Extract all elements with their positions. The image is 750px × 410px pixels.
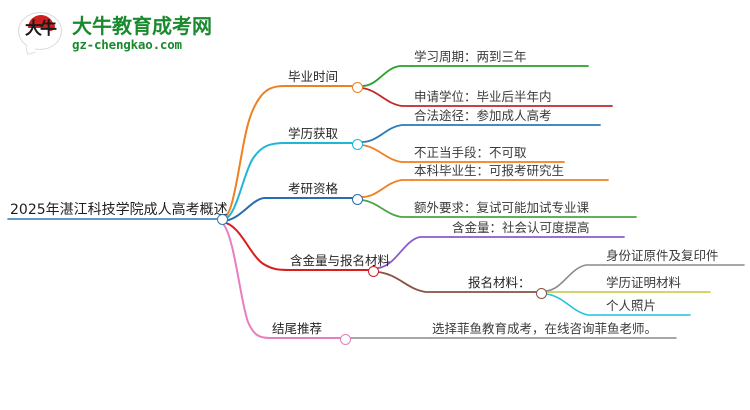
subbranch-node-application-materials[interactable]: 报名材料： bbox=[468, 275, 531, 290]
branch-node-diploma-acquisition[interactable]: 学历获取 bbox=[288, 126, 339, 141]
wire-postgrad-to-extra-req bbox=[361, 199, 413, 218]
wire-materials-to-photo bbox=[545, 293, 605, 316]
leaf-study-period[interactable]: 学习周期：两到三年 bbox=[414, 49, 527, 64]
branch-dot-value-and-materials[interactable] bbox=[368, 266, 379, 277]
wire-root-to-value bbox=[221, 221, 291, 271]
wire-value-to-recognition bbox=[377, 236, 451, 269]
site-logo: 大牛 大牛教育成考网 gz-chengkao.com bbox=[18, 12, 212, 56]
branch-dot-postgrad-eligibility[interactable] bbox=[352, 194, 363, 205]
wire-root-to-graduation bbox=[221, 85, 287, 220]
brand-title: 大牛教育成考网 bbox=[72, 14, 212, 39]
branch-dot-graduation-time[interactable] bbox=[352, 82, 363, 93]
branch-node-postgrad-eligibility[interactable]: 考研资格 bbox=[288, 181, 339, 196]
branch-dot-diploma-acquisition[interactable] bbox=[352, 139, 363, 150]
root-node-label[interactable]: 2025年湛江科技学院成人高考概述 bbox=[10, 202, 228, 218]
branch-node-value-and-materials[interactable]: 含金量与报名材料 bbox=[290, 253, 391, 268]
logo-red-dot bbox=[46, 22, 55, 31]
wire-diploma-to-legal bbox=[361, 124, 413, 143]
brand-text-block: 大牛教育成考网 gz-chengkao.com bbox=[72, 15, 212, 52]
wire-materials-to-id-card bbox=[545, 264, 605, 292]
wire-graduation-to-degree-apply bbox=[361, 87, 413, 107]
wire-postgrad-to-bachelor bbox=[361, 179, 413, 198]
leaf-recommendation-text[interactable]: 选择菲鱼教育成考，在线咨询菲鱼老师。 bbox=[432, 321, 658, 336]
brand-url: gz-chengkao.com bbox=[72, 37, 182, 53]
subbranch-dot-application-materials[interactable] bbox=[536, 288, 547, 299]
leaf-degree-application[interactable]: 申请学位：毕业后半年内 bbox=[414, 89, 552, 104]
leaf-legal-path[interactable]: 合法途径：参加成人高考 bbox=[414, 108, 552, 123]
branch-node-graduation-time[interactable]: 毕业时间 bbox=[288, 69, 339, 84]
leaf-bachelor-graduates[interactable]: 本科毕业生：可报考研究生 bbox=[414, 163, 565, 178]
wire-root-to-closing bbox=[221, 222, 271, 339]
wire-diploma-to-illegal bbox=[361, 144, 413, 163]
bull-logo-icon: 大牛 bbox=[18, 12, 64, 56]
logo-mark-text: 大牛 bbox=[25, 19, 57, 39]
leaf-education-proof[interactable]: 学历证明材料 bbox=[606, 275, 682, 290]
wire-root-to-diploma bbox=[221, 142, 287, 221]
leaf-social-recognition[interactable]: 含金量：社会认可度提高 bbox=[452, 220, 590, 235]
leaf-extra-requirements[interactable]: 额外要求：复试可能加试专业课 bbox=[414, 200, 590, 215]
wire-graduation-to-study-period bbox=[361, 65, 413, 87]
leaf-personal-photo[interactable]: 个人照片 bbox=[606, 298, 657, 313]
wire-value-to-materials bbox=[377, 271, 467, 293]
root-node-dot[interactable] bbox=[217, 214, 228, 225]
branch-dot-closing-recommendation[interactable] bbox=[340, 334, 351, 345]
leaf-illegal-means[interactable]: 不正当手段：不可取 bbox=[414, 145, 527, 160]
branch-node-closing-recommendation[interactable]: 结尾推荐 bbox=[272, 321, 323, 336]
leaf-id-card-copy[interactable]: 身份证原件及复印件 bbox=[606, 248, 719, 263]
